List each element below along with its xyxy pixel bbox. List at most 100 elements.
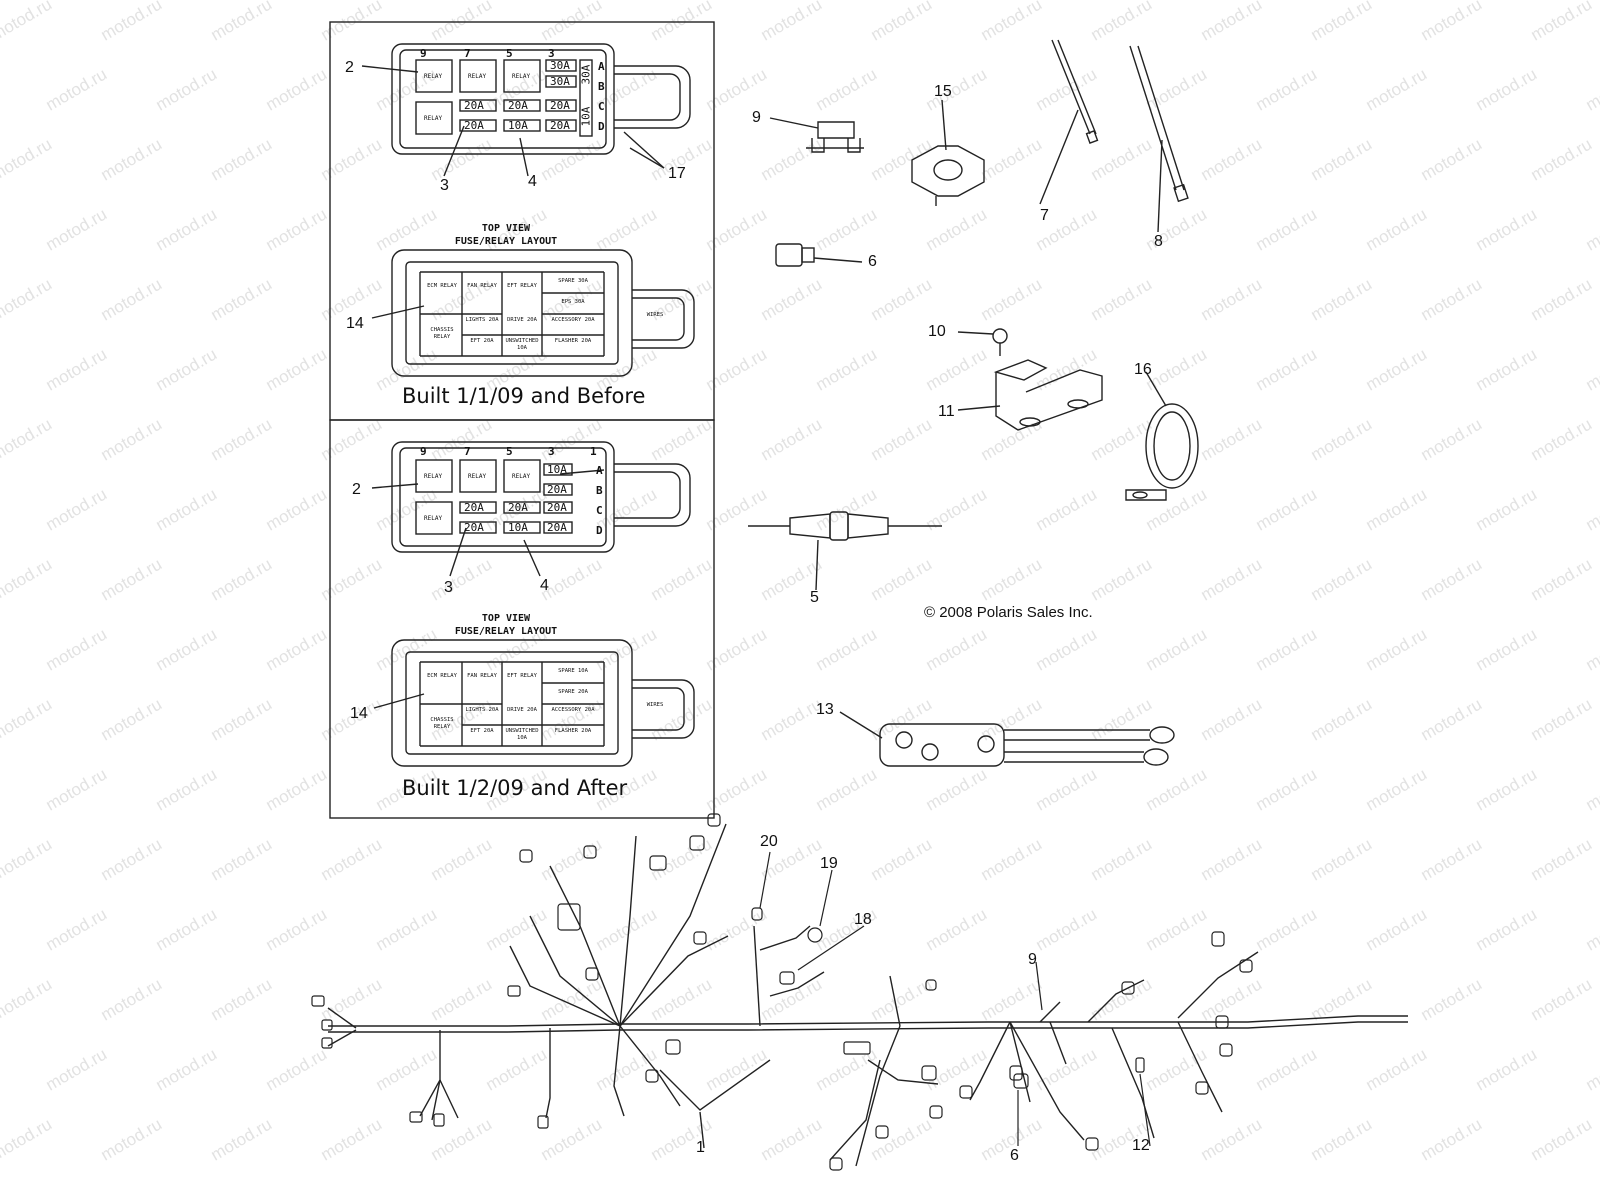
layout-drive: DRIVE 20A: [507, 707, 537, 713]
callout-12: 12: [1132, 1137, 1150, 1154]
harness-connectors: [311, 813, 1253, 1171]
top-view-heading-before: TOP VIEW FUSE/RELAY LAYOUT: [446, 222, 566, 248]
layout-eps: EPS 30A: [561, 299, 585, 305]
fuse-rating: 10A: [547, 463, 567, 476]
slot-5-after: 5: [506, 445, 513, 458]
callout-9-harness: 9: [1028, 951, 1037, 968]
fuse-rating: 20A: [464, 99, 484, 112]
layout-eft: EFT 20A: [470, 338, 494, 344]
slot-9-after: 9: [420, 445, 427, 458]
fuse-rating: 20A: [464, 119, 484, 132]
part-7-cable-tie: [1039, 39, 1099, 205]
slot-1-after: 1: [590, 445, 597, 458]
fuse-rating-side: 30A: [579, 64, 593, 85]
caption-built-after: Built 1/2/09 and After: [402, 776, 628, 800]
layout-spare-after2: SPARE 20A: [558, 689, 588, 695]
slot-9-before: 9: [420, 47, 427, 60]
callout-13: 13: [816, 701, 834, 718]
part-6-connector: [775, 243, 863, 267]
layout-chassis-relay: CHASSIS RELAY: [430, 327, 454, 340]
callout-5: 5: [810, 589, 819, 606]
row-a-after: A: [596, 464, 603, 477]
part-8-cable-tie: [1129, 45, 1189, 233]
relay-label: RELAY: [512, 473, 531, 480]
top-view-line1: TOP VIEW: [481, 613, 531, 624]
layout-eft: EFT 20A: [470, 728, 494, 734]
callout-14-after: 14: [350, 705, 368, 722]
part-15-clamp: [911, 99, 985, 206]
row-a-before: A: [598, 60, 605, 73]
fuse-rating: 20A: [547, 521, 567, 534]
callout-11: 11: [938, 403, 955, 420]
callout-16: 16: [1134, 361, 1152, 378]
top-view-line1: TOP VIEW: [481, 223, 531, 234]
part-11-bracket: [957, 359, 1103, 431]
fuse-rating: 30A: [550, 75, 570, 88]
layout-box-after: [391, 639, 695, 767]
relay-label: RELAY: [424, 115, 443, 122]
slot-7-after: 7: [464, 445, 471, 458]
layout-eft-relay: EFT RELAY: [507, 283, 537, 289]
slot-7-before: 7: [464, 47, 471, 60]
callout-1: 1: [696, 1139, 705, 1156]
layout-wires: WIRES: [646, 312, 664, 318]
panel-after-frame: [329, 419, 715, 819]
callout-17: 17: [668, 165, 686, 182]
layout-accessory: ACCESSORY 20A: [551, 707, 595, 713]
fuse-rating: 20A: [464, 501, 484, 514]
layout-spare-after: SPARE 10A: [558, 668, 588, 674]
fuse-box-after: [391, 441, 691, 553]
fuse-rating: 20A: [547, 483, 567, 496]
callout-18: 18: [854, 911, 872, 928]
layout-flasher: FLASHER 20A: [554, 338, 592, 344]
row-b-after: B: [596, 484, 603, 497]
layout-fan-relay: FAN RELAY: [467, 673, 497, 679]
layout-ecm-relay: ECM RELAY: [427, 283, 457, 289]
callout-8: 8: [1154, 233, 1163, 250]
callout-3-before: 3: [440, 177, 449, 194]
callout-14-before: 14: [346, 315, 364, 332]
fuse-rating: 20A: [464, 521, 484, 534]
callout-6-connector: 6: [868, 253, 877, 270]
part-13-cable: [839, 711, 1175, 767]
fuse-rating: 10A: [508, 521, 528, 534]
callout-15: 15: [934, 83, 952, 100]
callout-20: 20: [760, 833, 778, 850]
fuse-rating: 30A: [550, 59, 570, 72]
layout-lights: LIGHTS 20A: [465, 317, 499, 323]
fuse-rating: 20A: [508, 501, 528, 514]
fuse-rating: 20A: [550, 99, 570, 112]
relay-label: RELAY: [424, 73, 443, 80]
callout-2-before: 2: [345, 59, 354, 76]
callout-9-breaker: 9: [752, 109, 761, 126]
fuse-rating: 20A: [508, 99, 528, 112]
layout-accessory: ACCESSORY 20A: [551, 317, 595, 323]
callout-4-after: 4: [540, 577, 549, 594]
part-5-fuse-holder: [748, 511, 942, 591]
layout-chassis-relay: CHASSIS RELAY: [430, 717, 454, 730]
layout-fan-relay: FAN RELAY: [467, 283, 497, 289]
fuse-rating: 20A: [550, 119, 570, 132]
part-16-p-clamp: [1125, 371, 1199, 501]
fuse-rating: 20A: [547, 501, 567, 514]
relay-label: RELAY: [424, 473, 443, 480]
row-b-before: B: [598, 80, 605, 93]
top-view-heading-after: TOP VIEW FUSE/RELAY LAYOUT: [446, 612, 566, 638]
slot-5-before: 5: [506, 47, 513, 60]
part-9-breaker: [769, 117, 864, 153]
callout-10: 10: [928, 323, 946, 340]
callout-19: 19: [820, 855, 838, 872]
callout-3-after: 3: [444, 579, 453, 596]
callout-2-after: 2: [352, 481, 361, 498]
layout-wires: WIRES: [646, 702, 664, 708]
layout-drive: DRIVE 20A: [507, 317, 537, 323]
layout-ecm-relay: ECM RELAY: [427, 673, 457, 679]
part-1-main-harness: [327, 823, 1408, 1167]
layout-eft-relay: EFT RELAY: [507, 673, 537, 679]
relay-label: RELAY: [512, 73, 531, 80]
row-d-before: D: [598, 120, 605, 133]
relay-label: RELAY: [424, 515, 443, 522]
caption-built-before: Built 1/1/09 and Before: [402, 384, 646, 408]
fuse-rating: 10A: [508, 119, 528, 132]
